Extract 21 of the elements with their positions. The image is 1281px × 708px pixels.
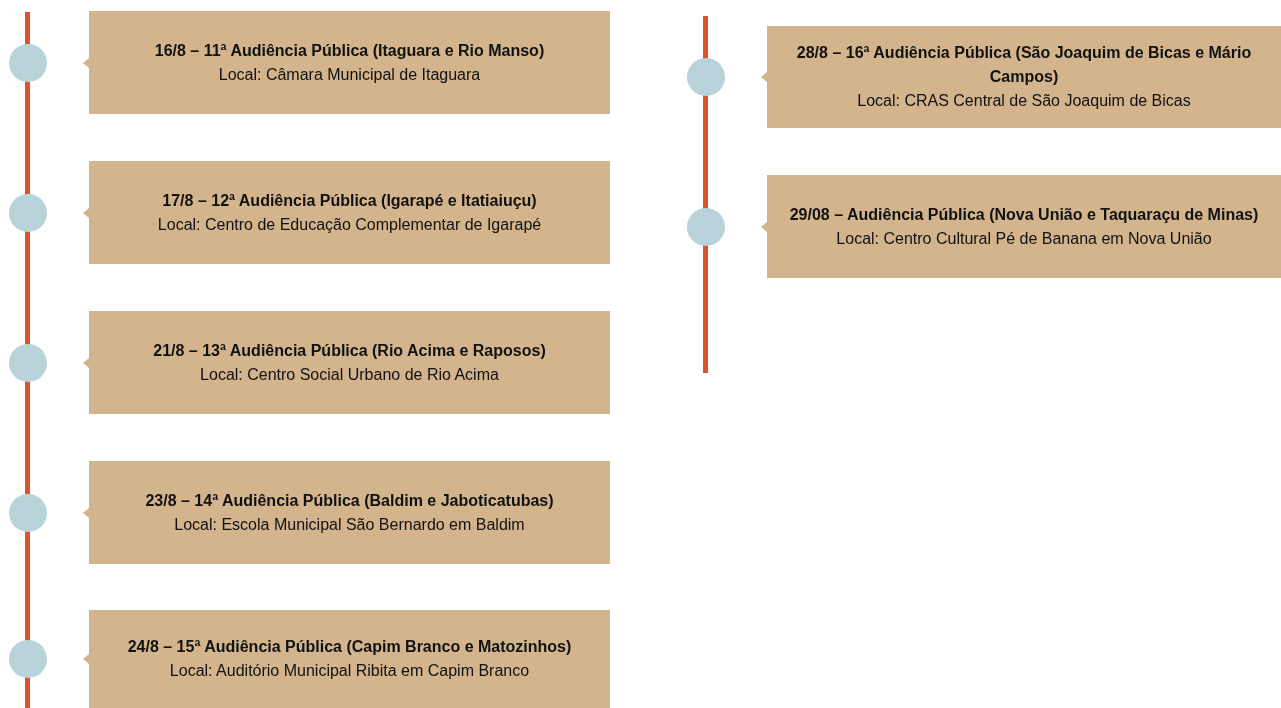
event-box: [767, 175, 1281, 278]
event-title: 29/08 – Audiência Pública (Nova União e Taquaraçu de Minas): [789, 204, 1259, 225]
event-title: 16/8 – 11ª Audiência Pública (Itaguara e Rio Manso): [154, 40, 545, 61]
event-box: [89, 610, 610, 708]
event-location: Local: Escola Municipal São Bernardo em Baldim: [174, 514, 525, 535]
event-title: 23/8 – 14ª Audiência Pública (Baldim e Jaboticatubas): [145, 490, 554, 511]
event-box: [89, 311, 610, 414]
event-box: [767, 26, 1281, 128]
event-location: Local: Auditório Municipal Ribita em Capim Branco: [169, 661, 530, 681]
event-location: Local: Centro de Educação Complementar de Igarapé: [157, 214, 542, 235]
event-location: Local: Câmara Municipal de Itaguara: [218, 64, 481, 85]
event-title: 28/8 – 16ª Audiência Pública (São Joaquim de Bicas e Mário Campos): [795, 43, 1253, 87]
event-box: [89, 461, 610, 564]
event-title: 21/8 – 13ª Audiência Pública (Rio Acima e Raposos): [153, 340, 546, 361]
event-location: Local: Centro Cultural Pé de Banana em Nova União: [836, 228, 1212, 249]
event-title: 17/8 – 12ª Audiência Pública (Igarapé e Itatiaiuçu): [162, 190, 537, 211]
event-box: [89, 11, 610, 114]
event-title: 24/8 – 15ª Audiência Pública (Capim Branco e Matozinhos): [127, 637, 572, 657]
event-box: [89, 161, 610, 264]
event-location: Local: Centro Social Urbano de Rio Acima: [200, 364, 499, 385]
event-location: Local: CRAS Central de São Joaquim de Bicas: [857, 91, 1191, 111]
